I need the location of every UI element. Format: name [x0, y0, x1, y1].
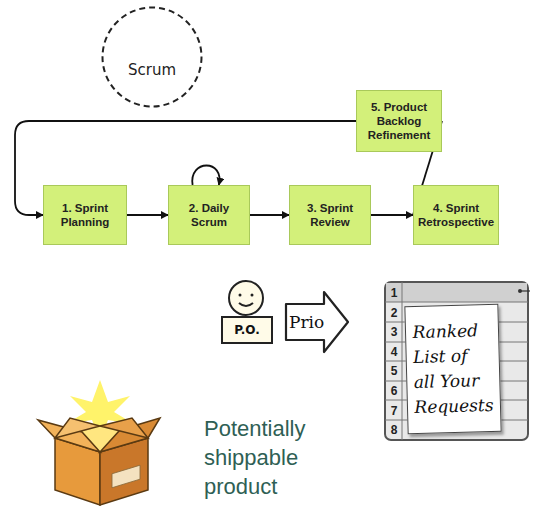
row-number: 1: [386, 284, 402, 302]
row-number: 4: [386, 343, 402, 361]
product-box-illustration: [38, 380, 160, 505]
dashed-circle: [101, 6, 203, 108]
backlog-list-frame: [385, 282, 530, 440]
node-text: Ranked List of all Your Requests: [412, 318, 494, 420]
flow-arrow: [192, 166, 219, 186]
process-box: 1. Sprint Planning: [43, 185, 127, 245]
node-text: 4. Sprint Retrospective: [416, 201, 496, 229]
arrow-shape: [286, 292, 348, 352]
note-card: Ranked List of all Your Requests: [404, 304, 501, 434]
node-text: 3. Sprint Review: [292, 201, 368, 229]
node-text: 5. Product Backlog Refinement: [359, 100, 439, 142]
flow-arrow: [371, 214, 413, 216]
node-text: 2. Daily Scrum: [171, 201, 247, 229]
process-box: 4. Sprint Retrospective: [413, 185, 499, 245]
priority-arrow: Prio: [284, 290, 350, 354]
node-text: 1. Sprint Planning: [46, 201, 124, 229]
row-number: 5: [386, 362, 402, 380]
product-owner-figure: [229, 281, 263, 315]
row-number: 3: [386, 323, 402, 341]
circle-outline: [103, 8, 202, 107]
caption-text: Potentially shippable product: [204, 414, 344, 501]
process-box: 5. Product Backlog Refinement: [356, 90, 442, 152]
row-number: 6: [386, 382, 402, 400]
scrum-circle: Scrum: [101, 6, 203, 108]
node-text: Scrum: [128, 61, 176, 79]
flow-arrow: [250, 214, 289, 216]
row-number: 8: [386, 421, 402, 439]
process-box: 2. Daily Scrum: [168, 185, 250, 245]
row-number: 2: [386, 304, 402, 322]
node-text: Prio: [289, 312, 324, 332]
flow-arrow: [127, 214, 168, 216]
row-number: 7: [386, 402, 402, 420]
owner-sign: P.O.: [221, 316, 273, 344]
node-text: P.O.: [234, 323, 260, 337]
process-box: 3. Sprint Review: [289, 185, 371, 245]
